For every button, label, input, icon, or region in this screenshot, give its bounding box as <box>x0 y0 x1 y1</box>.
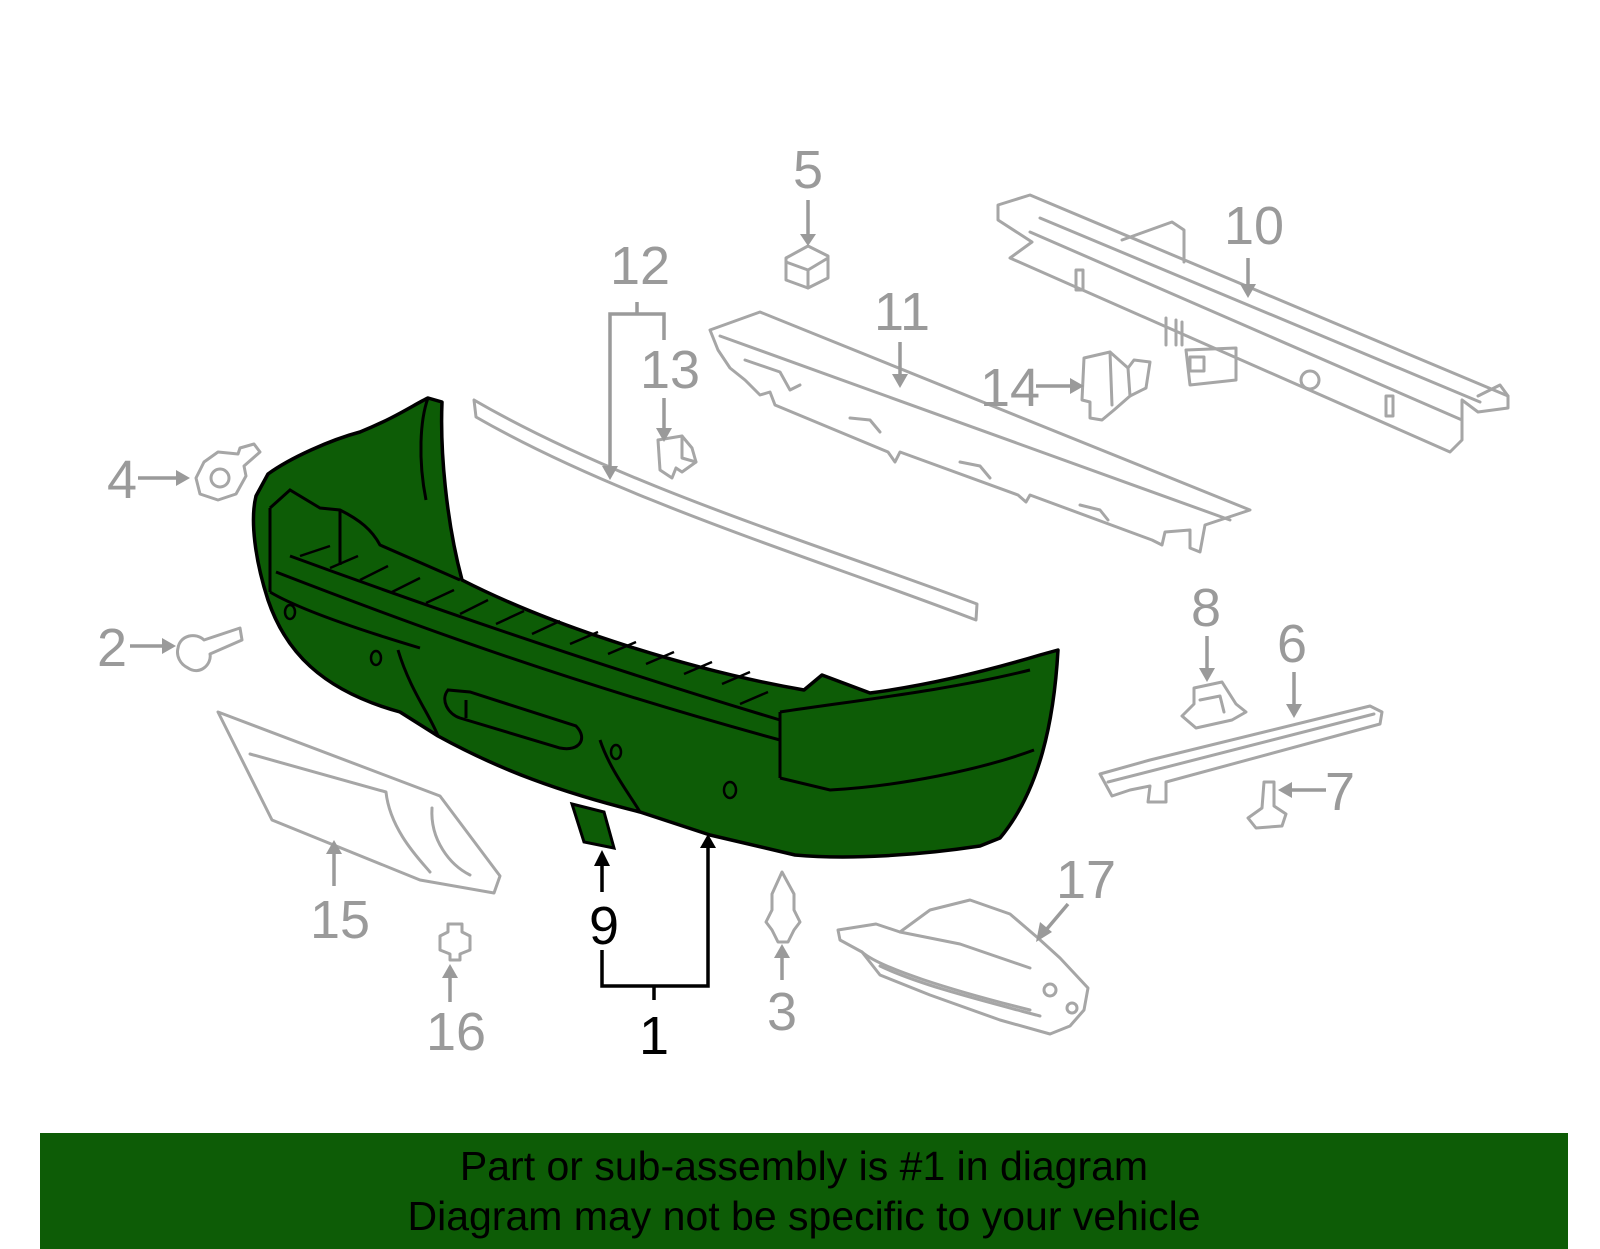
part-12-molding-strip <box>472 398 979 622</box>
part-11-energy-absorber <box>708 310 1252 554</box>
callout-17: 17 <box>1056 850 1116 910</box>
part-16-pin <box>438 922 472 962</box>
part-9-cap <box>569 801 617 850</box>
callout-16: 16 <box>426 1002 486 1062</box>
part-10-impact-bar <box>996 193 1510 454</box>
part-14-bracket <box>1080 350 1152 422</box>
callout-8: 8 <box>1191 578 1221 638</box>
banner-line-2: Diagram may not be specific to your vehi… <box>407 1193 1201 1239</box>
part-8-bracket <box>1180 680 1248 730</box>
part-6-side-rail <box>1098 704 1384 804</box>
part-7-bolt <box>1246 780 1288 830</box>
callout-1: 1 <box>639 1006 669 1066</box>
callout-14: 14 <box>980 358 1040 418</box>
part-3-push-pin <box>764 870 802 944</box>
callout-12: 12 <box>610 236 670 296</box>
info-banner: Part or sub-assembly is #1 in diagram Di… <box>40 1133 1568 1249</box>
part-1-bumper-cover <box>251 396 1060 859</box>
callout-11: 11 <box>874 282 930 342</box>
leader-lines <box>130 200 1326 1002</box>
banner-line-1: Part or sub-assembly is #1 in diagram <box>459 1143 1149 1189</box>
callout-labels: 5 10 12 11 13 14 4 8 6 2 7 17 9 15 3 16 … <box>97 140 1355 1066</box>
part-13-clip <box>656 434 698 480</box>
callout-15: 15 <box>310 890 370 950</box>
callout-3: 3 <box>767 982 797 1042</box>
callout-9: 9 <box>589 896 619 956</box>
callout-5: 5 <box>793 140 823 200</box>
part-17-exhaust-tip <box>836 898 1090 1036</box>
callout-2: 2 <box>97 618 127 678</box>
callout-10: 10 <box>1224 196 1284 256</box>
callout-6: 6 <box>1277 614 1307 674</box>
part-4-bolt <box>194 442 262 502</box>
part-5-nut <box>784 244 830 290</box>
callout-13: 13 <box>640 340 700 400</box>
part-15-lower-valance <box>216 710 502 895</box>
callout-7: 7 <box>1325 762 1355 822</box>
part-2-push-pin <box>176 626 244 673</box>
callout-4: 4 <box>107 450 137 510</box>
